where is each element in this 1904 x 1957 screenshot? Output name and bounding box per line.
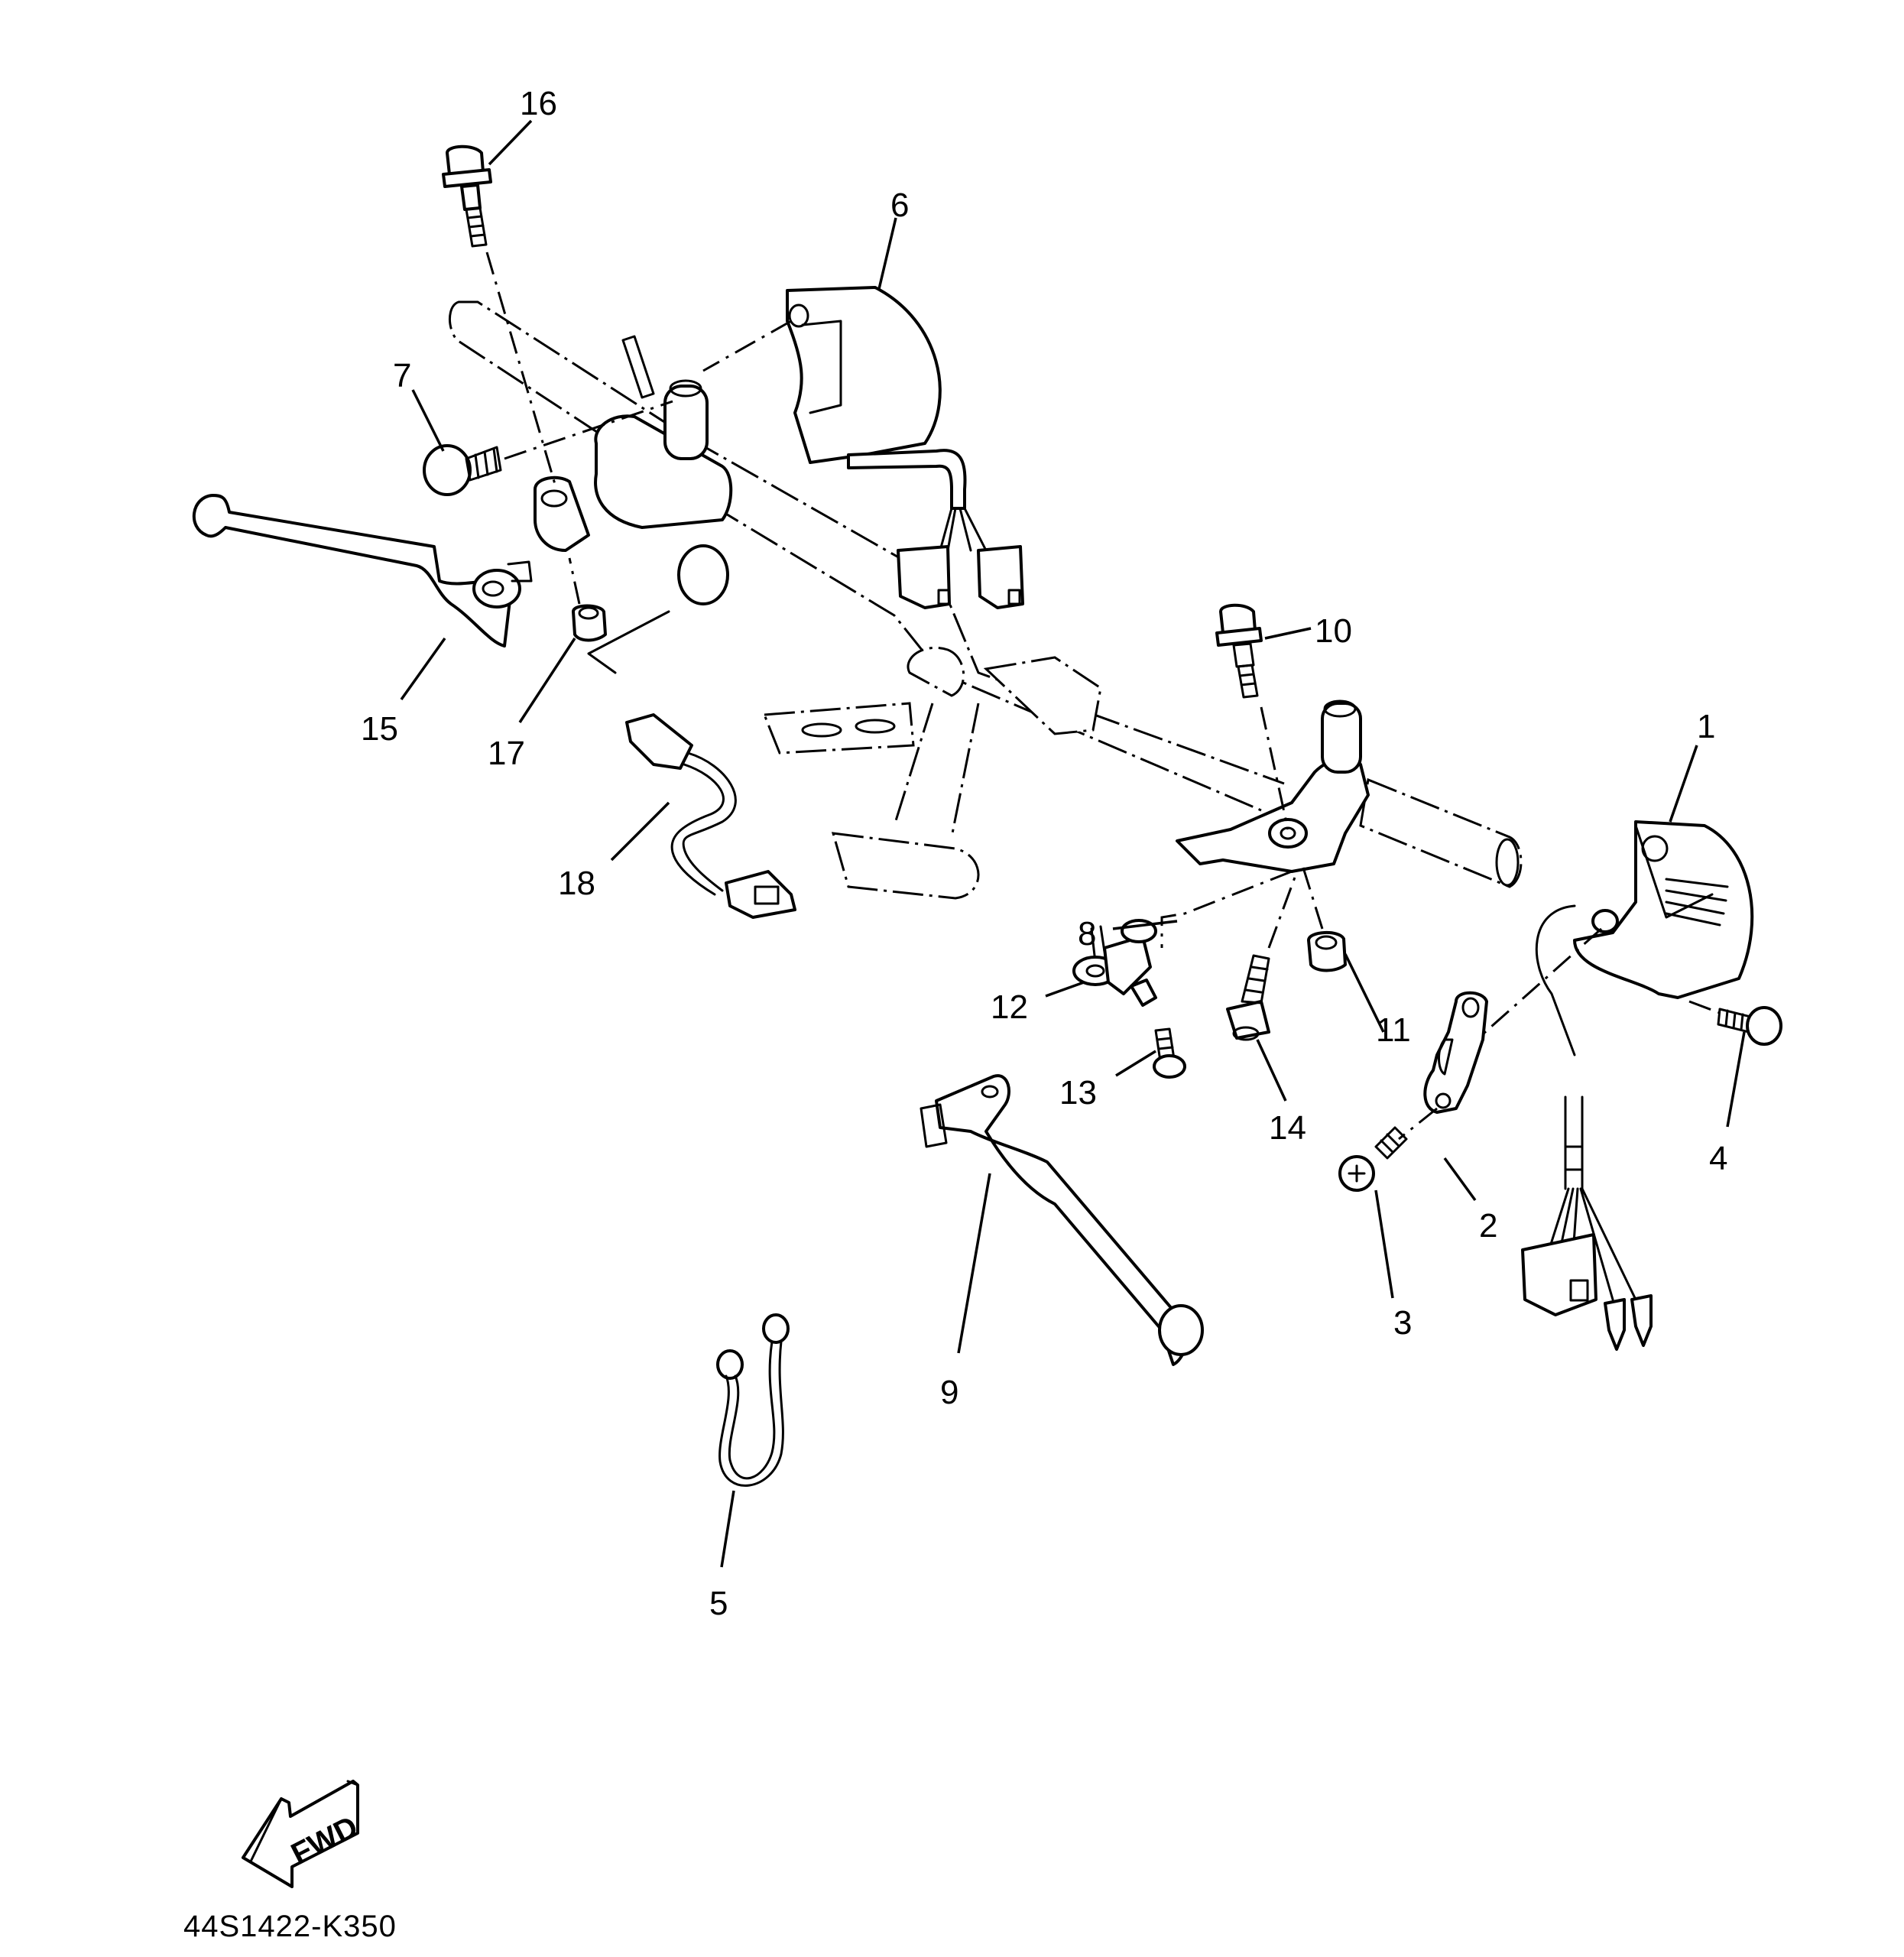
part-2-bracket: [1423, 991, 1488, 1114]
fwd-arrow-icon: FWD: [242, 1780, 363, 1888]
callout-13: 13: [1059, 1074, 1097, 1112]
callout-16: 16: [520, 85, 557, 122]
part-17-nut: [568, 557, 607, 642]
right-switch-harness: [1521, 1095, 1653, 1351]
part-10-bolt: [1215, 603, 1289, 830]
callout-6: 6: [890, 187, 909, 224]
part-6-left-switch: [702, 286, 1024, 609]
callout-15: 15: [361, 710, 398, 748]
part-5-band: [716, 1313, 790, 1487]
callout-7: 7: [393, 357, 411, 394]
part-8-lever-holder: [1160, 699, 1370, 948]
callout-12: 12: [991, 988, 1028, 1026]
callout-18: 18: [558, 865, 595, 902]
part-12-clutch-switch: [1072, 919, 1157, 1007]
callout-3: 3: [1393, 1304, 1412, 1342]
callout-14: 14: [1269, 1109, 1306, 1147]
callout-8: 8: [1078, 915, 1096, 953]
callout-5: 5: [709, 1585, 728, 1622]
callout-9: 9: [940, 1374, 958, 1411]
callout-labels: 16 7 6 15 17 18 10 8 11 12 13 14 1 4 2 3…: [361, 85, 1727, 1622]
part-11-nut: [1302, 867, 1347, 972]
part-16-bolt: [442, 144, 558, 490]
callout-17: 17: [488, 735, 525, 772]
handlebar-ghost: [449, 300, 1523, 900]
part-1-right-switch: [1463, 820, 1754, 1056]
callout-11: 11: [1376, 1011, 1411, 1049]
part-3-screw: [1338, 1107, 1438, 1192]
part-9-clutch-lever: [920, 1074, 1204, 1366]
callout-10: 10: [1315, 612, 1352, 650]
part-4-screw: [1688, 1000, 1782, 1046]
callout-leaders: [400, 119, 1746, 1568]
callout-1: 1: [1697, 708, 1715, 745]
part-14-bolt: [1226, 875, 1297, 1041]
part-13-screw: [1153, 1027, 1186, 1079]
callout-2: 2: [1479, 1207, 1497, 1245]
part-18-switch-harness: [587, 610, 796, 919]
part-15-brake-lever: [192, 494, 533, 647]
drawing-code: 44S1422-K350: [183, 1910, 397, 1943]
callout-4: 4: [1709, 1140, 1727, 1177]
part-7-screw: [423, 400, 673, 496]
